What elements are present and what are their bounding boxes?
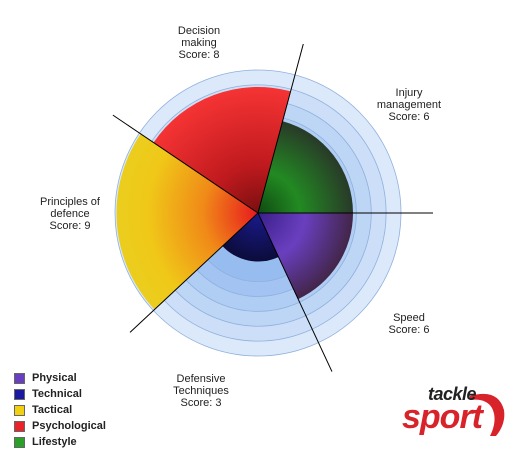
spoke-line xyxy=(257,212,333,372)
legend-item-physical: Physical xyxy=(14,370,106,386)
spoke-line xyxy=(129,212,259,333)
label-defensive-1: Defensive xyxy=(177,373,226,385)
label-speed-1: Speed xyxy=(393,312,425,324)
label-injury-1: Injury xyxy=(396,87,423,99)
label-injury-score: Score: 6 xyxy=(389,111,430,123)
legend-label-technical: Technical xyxy=(32,388,82,400)
label-speed-score: Score: 6 xyxy=(389,324,430,336)
legend-swatch-physical xyxy=(14,372,25,384)
spokes xyxy=(112,43,433,372)
legend-swatch-lifestyle xyxy=(14,436,25,448)
legend-item-lifestyle: Lifestyle xyxy=(14,434,106,450)
legend-label-tactical: Tactical xyxy=(32,404,73,416)
label-principles-2: defence xyxy=(50,208,89,220)
label-principles-1: Principles of xyxy=(40,196,101,208)
label-decision-1: Decision xyxy=(178,25,220,37)
legend: Physical Technical Tactical Psychologica… xyxy=(14,370,106,450)
label-injury-2: management xyxy=(377,99,441,111)
tackle-sport-logo: tackle sport xyxy=(400,384,510,442)
legend-item-technical: Technical xyxy=(14,386,106,402)
label-defensive-2: Techniques xyxy=(173,385,229,397)
legend-swatch-tactical xyxy=(14,404,25,416)
label-principles-score: Score: 9 xyxy=(50,220,91,232)
label-decision-score: Score: 8 xyxy=(179,49,220,61)
segment-decision xyxy=(153,86,291,213)
logo-tackle-text: tackle xyxy=(428,384,477,404)
legend-label-psychological: Psychological xyxy=(32,420,106,432)
segment-speed xyxy=(258,213,354,300)
legend-label-lifestyle: Lifestyle xyxy=(32,436,77,448)
segment-defensive xyxy=(222,213,279,262)
segment-principles-of xyxy=(116,133,259,310)
segment-labels: Decision making Score: 8 Injury manageme… xyxy=(40,25,441,409)
logo-swoosh-icon xyxy=(470,393,505,436)
label-defensive-score: Score: 3 xyxy=(181,397,222,409)
legend-swatch-technical xyxy=(14,388,25,400)
spoke-line xyxy=(257,43,304,214)
label-decision-2: making xyxy=(181,37,216,49)
segments xyxy=(116,86,354,310)
legend-label-physical: Physical xyxy=(32,372,77,384)
legend-item-psychological: Psychological xyxy=(14,418,106,434)
segment-injury xyxy=(258,121,353,213)
spoke-line xyxy=(112,114,259,214)
legend-swatch-psychological xyxy=(14,420,25,432)
legend-item-tactical: Tactical xyxy=(14,402,106,418)
logo-sport-text: sport xyxy=(402,398,483,436)
